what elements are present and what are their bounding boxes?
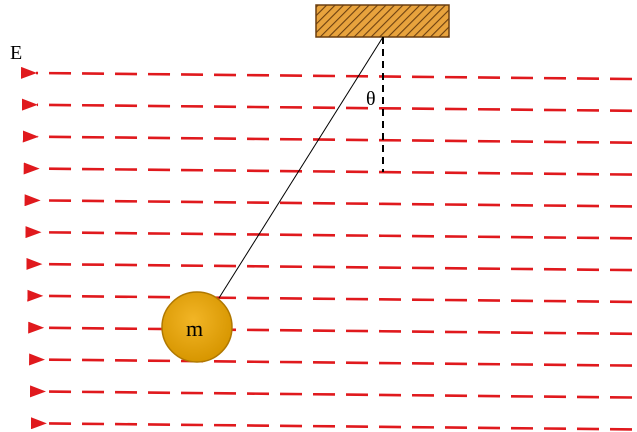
field-line-2	[21, 98, 633, 113]
pendulum-bob	[161, 291, 233, 363]
electric-field-lines	[20, 66, 633, 431]
field-line-1	[20, 66, 633, 81]
angle-label: θ	[366, 88, 376, 110]
field-line-4	[23, 162, 633, 176]
field-line-10	[29, 353, 633, 367]
ceiling-support	[315, 4, 450, 38]
field-line-9	[28, 321, 633, 336]
field-line-8	[27, 289, 633, 304]
pendulum-string	[218, 36, 384, 299]
field-line-3	[22, 130, 633, 144]
field-line-12	[30, 417, 633, 431]
field-line-6	[25, 226, 633, 240]
field-line-7	[26, 257, 633, 272]
field-line-11	[29, 385, 633, 399]
field-line-5	[24, 194, 633, 208]
field-label: E	[10, 42, 22, 64]
mass-label: m	[186, 316, 203, 341]
